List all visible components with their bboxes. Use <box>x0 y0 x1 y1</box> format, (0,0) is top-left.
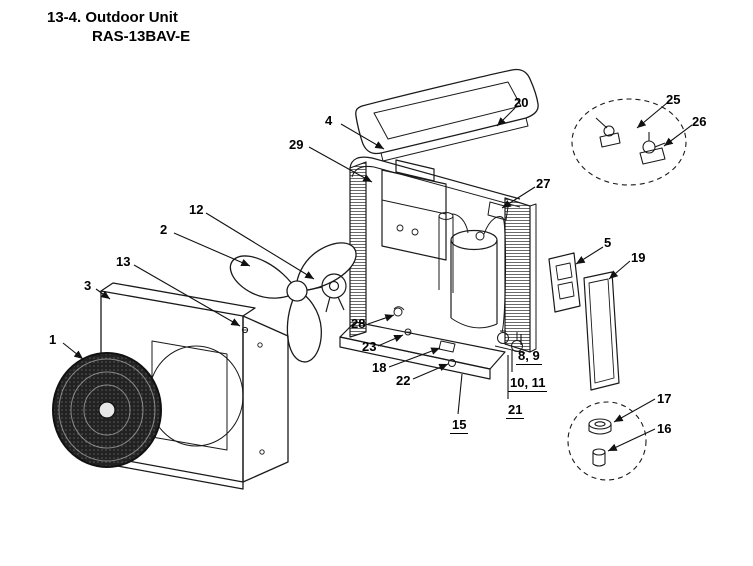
flare-cap-icon <box>588 418 612 435</box>
top-cover-drawing <box>355 68 539 162</box>
part-label-21: 21 <box>506 402 525 419</box>
part-label-12: 12 <box>189 202 204 217</box>
part-label-25: 25 <box>666 92 681 107</box>
leader-lines-arrows <box>62 102 693 452</box>
part-label-27: 27 <box>536 176 551 191</box>
model-number: RAS-13BAV-E <box>92 28 191 45</box>
part-label-22: 22 <box>396 373 411 388</box>
part-label-26: 26 <box>692 114 707 129</box>
part-label-8-9: 8, 9 <box>516 348 542 365</box>
part-label-28: 28 <box>351 316 366 331</box>
part-label-29: 29 <box>289 137 304 152</box>
part-label-18: 18 <box>372 360 387 375</box>
section-title-line: 13-4. Outdoor Unit <box>47 8 190 27</box>
part-label-13: 13 <box>116 254 131 269</box>
valve-cover-drawing <box>583 271 620 391</box>
cap-detail-bubble <box>567 401 647 481</box>
part-label-2: 2 <box>160 222 168 237</box>
part-label-15: 15 <box>450 417 469 434</box>
part-label-4: 4 <box>325 113 333 128</box>
section-title: 13-4. Outdoor Unit RAS-13BAV-E <box>47 8 190 46</box>
part-label-16: 16 <box>657 421 672 436</box>
plug-icon <box>592 448 606 467</box>
section-number: 13-4. <box>47 9 82 26</box>
packed-valve-icon <box>595 117 621 148</box>
part-label-19: 19 <box>631 250 646 265</box>
part-label-1: 1 <box>49 332 57 347</box>
part-label-20: 20 <box>514 95 529 110</box>
terminal-cover-drawing <box>548 252 581 313</box>
chassis-drawing <box>241 156 537 380</box>
section-name: Outdoor Unit <box>85 9 178 26</box>
fan-motor-drawing <box>307 273 347 313</box>
part-label-10-11: 10, 11 <box>508 375 548 392</box>
service-valve-icon <box>639 132 666 165</box>
part-label-5: 5 <box>604 235 612 250</box>
fan-propeller-drawing <box>229 242 357 363</box>
part-label-3: 3 <box>84 278 92 293</box>
fan-guard-grille-drawing <box>52 352 162 468</box>
part-label-17: 17 <box>657 391 672 406</box>
part-label-23: 23 <box>362 339 377 354</box>
valve-detail-bubble <box>571 98 687 186</box>
